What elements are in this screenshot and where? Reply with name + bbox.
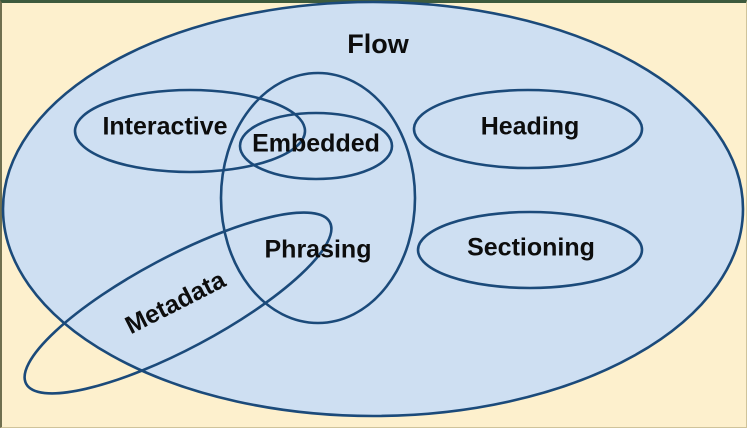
set-ellipse-embedded[interactable] — [238, 111, 394, 181]
set-ellipse-sectioning[interactable] — [416, 210, 644, 290]
set-ellipse-interactive[interactable] — [73, 88, 307, 174]
set-label-interactive: Interactive — [102, 113, 227, 141]
set-ellipse-metadata[interactable] — [5, 182, 352, 425]
set-label-phrasing: Phrasing — [265, 236, 372, 264]
set-label-heading: Heading — [481, 113, 580, 141]
set-ellipse-flow[interactable] — [1, 0, 745, 418]
set-ellipse-phrasing[interactable] — [219, 71, 417, 325]
set-label-flow: Flow — [347, 29, 409, 59]
set-label-sectioning: Sectioning — [467, 234, 595, 262]
set-label-embedded: Embedded — [252, 130, 380, 158]
set-ellipse-heading[interactable] — [412, 88, 644, 170]
